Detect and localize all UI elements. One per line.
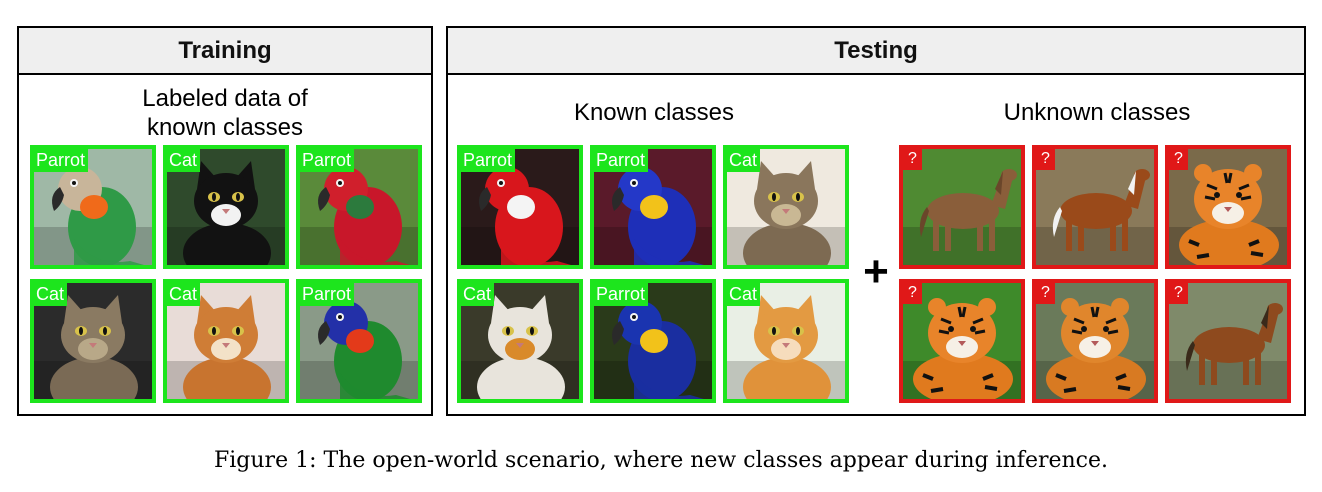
known-class-image: Parrot bbox=[590, 145, 716, 269]
tiger-icon bbox=[1169, 149, 1287, 265]
class-label-tag: Cat bbox=[167, 283, 201, 306]
known-class-image: Cat bbox=[723, 279, 849, 403]
cat-icon bbox=[34, 283, 152, 399]
unknown-class-image: ? bbox=[1032, 145, 1158, 269]
unknown-class-tag: ? bbox=[1036, 149, 1055, 170]
horse-icon bbox=[1169, 283, 1287, 399]
testing-header: Testing bbox=[448, 28, 1304, 75]
class-label-tag: Cat bbox=[34, 283, 68, 306]
horse-icon bbox=[903, 149, 1021, 265]
unknown-class-tag: ? bbox=[1036, 283, 1055, 304]
unknown-class-image: ? bbox=[1032, 279, 1158, 403]
cat-icon bbox=[727, 149, 845, 265]
cat-icon bbox=[461, 283, 579, 399]
training-label-line1: Labeled data of bbox=[142, 85, 308, 112]
known-class-image: Parrot bbox=[457, 145, 583, 269]
training-image: Cat bbox=[163, 145, 289, 269]
training-image: Parrot bbox=[30, 145, 156, 269]
class-label-tag: Parrot bbox=[461, 149, 516, 172]
tiger-icon bbox=[903, 283, 1021, 399]
known-classes-label: Known classes bbox=[573, 99, 735, 126]
cat-icon bbox=[727, 283, 845, 399]
unknown-class-tag: ? bbox=[1169, 149, 1188, 170]
class-label-tag: Parrot bbox=[594, 149, 649, 172]
plus-sign: + bbox=[863, 247, 889, 296]
horse-icon bbox=[1036, 149, 1154, 265]
unknown-class-tag: ? bbox=[903, 283, 922, 304]
training-image: Parrot bbox=[296, 279, 422, 403]
training-image: Cat bbox=[30, 279, 156, 403]
known-class-image: Parrot bbox=[590, 279, 716, 403]
class-label-tag: Cat bbox=[167, 149, 201, 172]
class-label-tag: Cat bbox=[727, 149, 761, 172]
unknown-class-image: ? bbox=[1165, 279, 1291, 403]
class-label-tag: Parrot bbox=[300, 149, 355, 172]
known-class-image: Cat bbox=[723, 145, 849, 269]
class-label-tag: Cat bbox=[461, 283, 495, 306]
training-panel: Training Labeled data of known classes P… bbox=[17, 26, 433, 416]
testing-panel: Testing Known classes Unknown classes + … bbox=[446, 26, 1306, 416]
training-label-line2: known classes bbox=[146, 114, 304, 141]
unknown-class-tag: ? bbox=[903, 149, 922, 170]
parrot-icon bbox=[461, 149, 579, 265]
figure-caption: Figure 1: The open-world scenario, where… bbox=[214, 448, 1108, 473]
unknown-class-tag: ? bbox=[1169, 283, 1188, 304]
parrot-icon bbox=[300, 283, 418, 399]
class-label-tag: Parrot bbox=[34, 149, 89, 172]
training-image: Cat bbox=[163, 279, 289, 403]
training-header: Training bbox=[19, 28, 431, 75]
unknown-classes-label: Unknown classes bbox=[1003, 99, 1191, 126]
class-label-tag: Parrot bbox=[300, 283, 355, 306]
class-label-tag: Cat bbox=[727, 283, 761, 306]
class-label-tag: Parrot bbox=[594, 283, 649, 306]
cat-icon bbox=[167, 149, 285, 265]
tiger-icon bbox=[1036, 283, 1154, 399]
unknown-class-image: ? bbox=[1165, 145, 1291, 269]
unknown-class-image: ? bbox=[899, 145, 1025, 269]
unknown-class-image: ? bbox=[899, 279, 1025, 403]
training-image: Parrot bbox=[296, 145, 422, 269]
training-label: Labeled data of known classes bbox=[19, 84, 431, 142]
known-class-image: Cat bbox=[457, 279, 583, 403]
